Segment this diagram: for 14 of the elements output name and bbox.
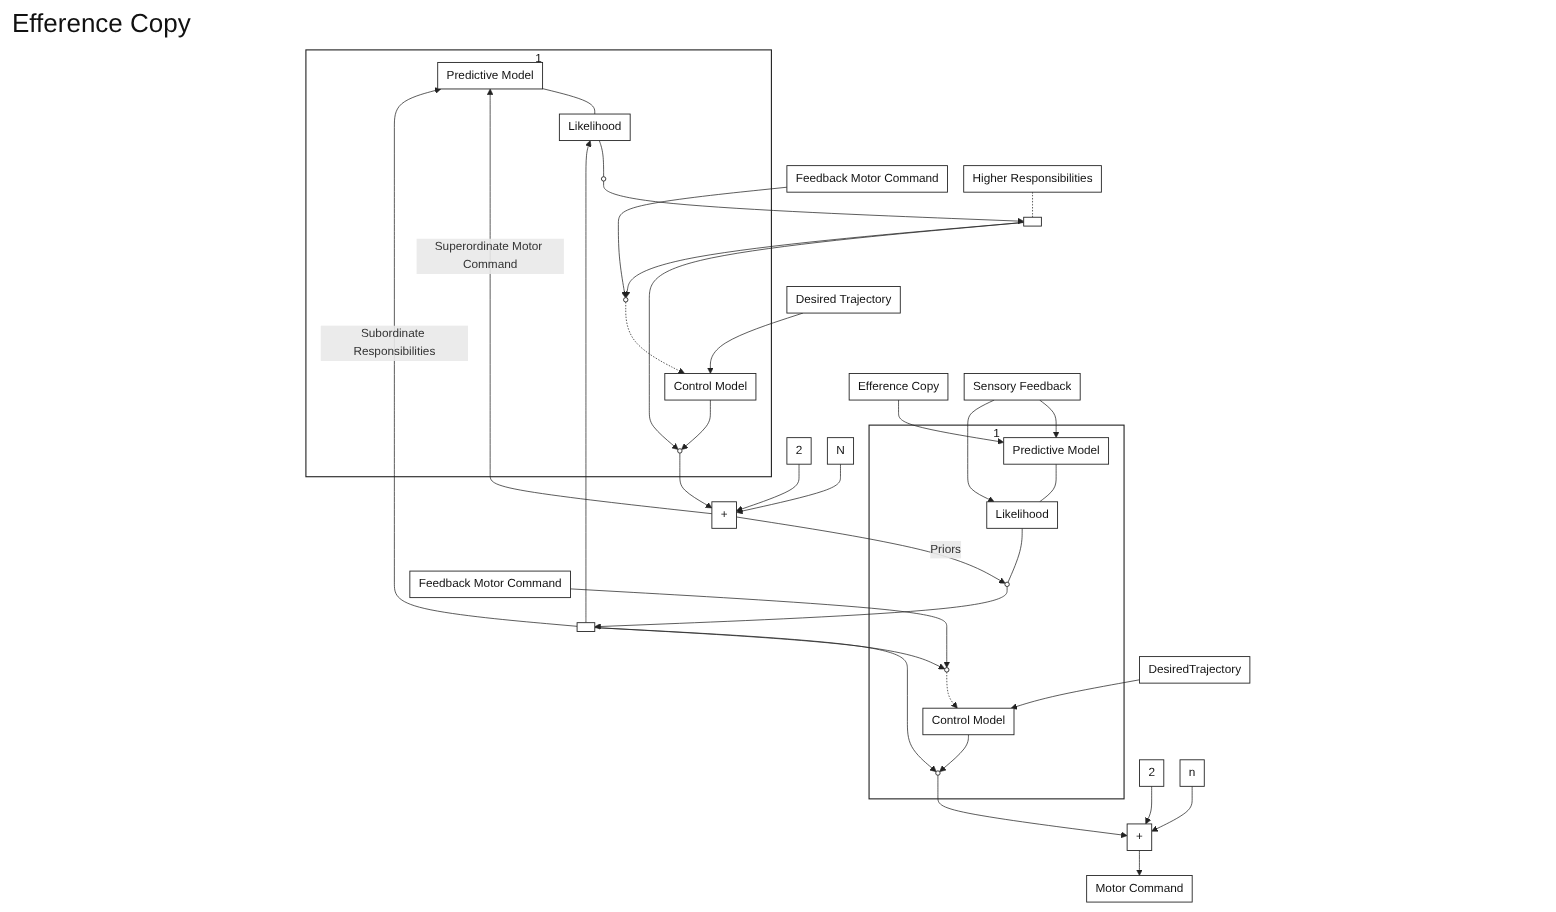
connector <box>542 88 596 115</box>
node-circle <box>935 770 941 776</box>
node-box <box>576 622 596 632</box>
node-circle <box>677 448 683 454</box>
node-box <box>1023 216 1042 227</box>
connector <box>1032 191 1033 218</box>
connector <box>599 140 605 178</box>
node-circle <box>623 297 629 303</box>
node-circle <box>601 176 607 182</box>
connector <box>1039 463 1057 503</box>
note-text: Efference Copy <box>12 8 191 38</box>
node-circle <box>1004 581 1010 587</box>
connector <box>1007 527 1023 583</box>
node-circle <box>944 667 950 673</box>
